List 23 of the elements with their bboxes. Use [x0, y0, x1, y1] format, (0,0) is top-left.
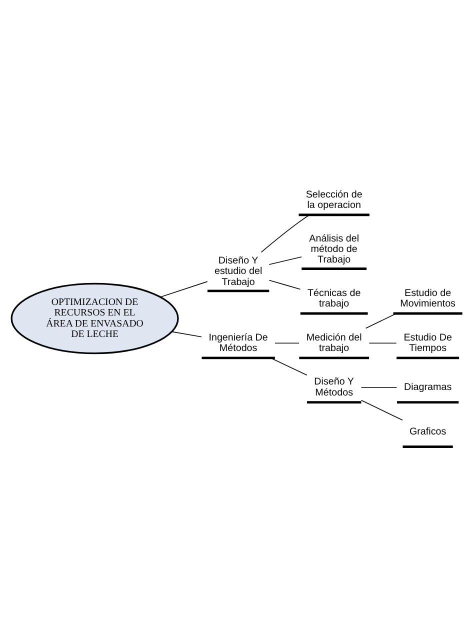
- node-text: Estudio De Tiempos: [404, 332, 452, 354]
- connector: [365, 313, 396, 329]
- node-text: Medición del trabajo: [306, 332, 362, 354]
- node-text: Estudio de Movimientos: [400, 288, 456, 310]
- node-text: Diseño Y estudio del Trabajo: [214, 255, 262, 288]
- connector: [270, 358, 308, 376]
- connector: [160, 281, 208, 298]
- connector: [260, 214, 310, 253]
- node-text: Selección de la operacion: [306, 189, 362, 211]
- node-text: Graficos: [409, 426, 446, 438]
- node-text: Técnicas de trabajo: [308, 288, 361, 310]
- node-text: Diseño Y Métodos: [314, 376, 354, 398]
- node-ellipse: OPTIMIZACION DE RECURSOS EN EL ÁREA DE ENVASADO DE LECHE: [10, 282, 179, 354]
- connector: [268, 280, 301, 290]
- node-text: Análisis del método de Trabajo: [309, 233, 360, 266]
- node-text: Diagramas: [404, 382, 452, 394]
- connector: [268, 256, 302, 265]
- connector: [171, 331, 202, 338]
- connector: [274, 342, 300, 344]
- connector: [360, 400, 403, 421]
- node-text: Ingeniería De Métodos: [208, 332, 268, 354]
- connector: [360, 387, 398, 388]
- connector: [368, 342, 397, 344]
